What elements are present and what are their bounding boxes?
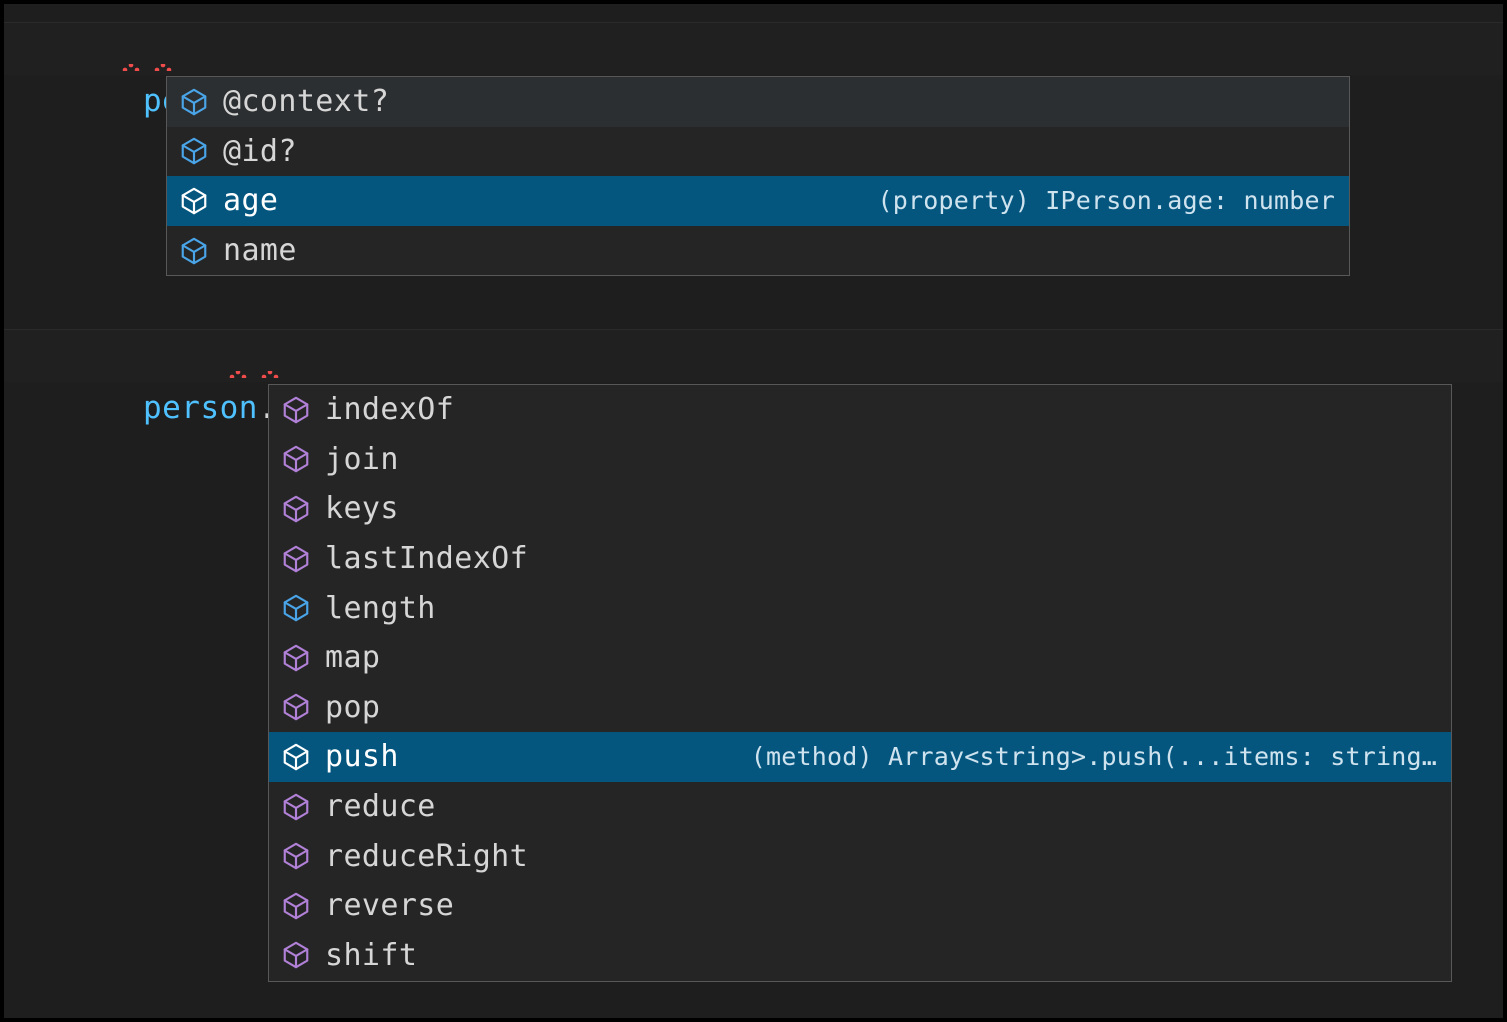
suggestion-item[interactable]: reduce bbox=[269, 782, 1451, 832]
suggestion-item[interactable]: shift bbox=[269, 931, 1451, 981]
method-cube-icon bbox=[283, 842, 309, 870]
suggestion-item-detail: (method) Array<string>.push(...items: st… bbox=[750, 742, 1437, 772]
token-identifier: person bbox=[142, 390, 258, 426]
suggestion-item-label: reduce bbox=[325, 789, 436, 825]
suggestion-item-label: @context? bbox=[223, 84, 390, 120]
code-line-1[interactable]: person.; bbox=[4, 22, 1503, 119]
property-cube-icon bbox=[181, 138, 207, 165]
property-cube-icon bbox=[283, 594, 309, 622]
suggestion-item-label: age bbox=[223, 183, 279, 219]
property-cube-icon bbox=[181, 237, 207, 264]
suggestion-item-label: lastIndexOf bbox=[325, 541, 529, 577]
code-line-2[interactable]: person.name.; bbox=[4, 329, 1503, 426]
suggestion-item-detail: (property) IPerson.age: number bbox=[877, 186, 1335, 216]
method-cube-icon bbox=[283, 743, 309, 771]
suggestion-item-label: join bbox=[325, 441, 399, 477]
suggestion-item-label: shift bbox=[325, 937, 418, 973]
suggestion-item[interactable]: keys bbox=[269, 484, 1451, 534]
method-cube-icon bbox=[283, 793, 309, 820]
suggestion-item[interactable]: lastIndexOf bbox=[269, 534, 1451, 584]
suggestion-popup-person-members[interactable]: @context? @id? age (property) IPerson.age: … bbox=[166, 76, 1350, 276]
suggestion-item-label: push bbox=[325, 739, 399, 775]
suggestion-item-label: reduceRight bbox=[325, 838, 529, 874]
suggestion-item[interactable]: indexOf bbox=[269, 385, 1451, 435]
suggestion-item-label: @id? bbox=[223, 133, 297, 169]
suggestion-item-label: keys bbox=[325, 491, 399, 527]
error-squiggle-icon bbox=[154, 64, 174, 71]
method-cube-icon bbox=[283, 396, 309, 424]
suggestion-item[interactable]: age (property) IPerson.age: number bbox=[167, 176, 1349, 226]
error-squiggle-icon bbox=[122, 64, 142, 71]
suggestion-item[interactable]: pop bbox=[269, 683, 1451, 733]
error-squiggle-icon bbox=[229, 371, 249, 378]
code-block-1: person.; bbox=[4, 22, 1503, 119]
suggestion-item[interactable]: @id? bbox=[167, 127, 1349, 177]
suggestion-item-label: pop bbox=[325, 689, 381, 725]
property-cube-icon bbox=[181, 187, 207, 215]
method-cube-icon bbox=[283, 942, 309, 969]
suggestion-item[interactable]: reduceRight bbox=[269, 831, 1451, 881]
suggestion-item-label: length bbox=[325, 590, 436, 626]
method-cube-icon bbox=[283, 545, 309, 572]
method-cube-icon bbox=[283, 446, 309, 473]
suggestion-item[interactable]: join bbox=[269, 435, 1451, 485]
suggestion-popup-array-members[interactable]: indexOf join keys lastIndexOf length map pop pu… bbox=[268, 384, 1452, 982]
suggestion-item[interactable]: name bbox=[167, 226, 1349, 275]
method-cube-icon bbox=[283, 694, 309, 721]
code-block-2: person.name.; bbox=[4, 329, 1503, 426]
suggestion-item[interactable]: reverse bbox=[269, 881, 1451, 931]
method-cube-icon bbox=[283, 495, 309, 523]
suggestion-item-label: indexOf bbox=[325, 392, 455, 428]
error-squiggle-icon bbox=[261, 371, 281, 378]
suggestion-item[interactable]: length bbox=[269, 583, 1451, 633]
suggestion-item-label: map bbox=[325, 640, 381, 676]
method-cube-icon bbox=[283, 644, 309, 672]
suggestion-item[interactable]: push (method) Array<string>.push(...items… bbox=[269, 732, 1451, 782]
suggestion-item-label: name bbox=[223, 233, 297, 269]
property-cube-icon bbox=[181, 88, 207, 116]
method-cube-icon bbox=[283, 892, 309, 919]
suggestion-item[interactable]: map bbox=[269, 633, 1451, 683]
suggestion-item-label: reverse bbox=[325, 888, 455, 924]
suggestion-item[interactable]: @context? bbox=[167, 77, 1349, 127]
